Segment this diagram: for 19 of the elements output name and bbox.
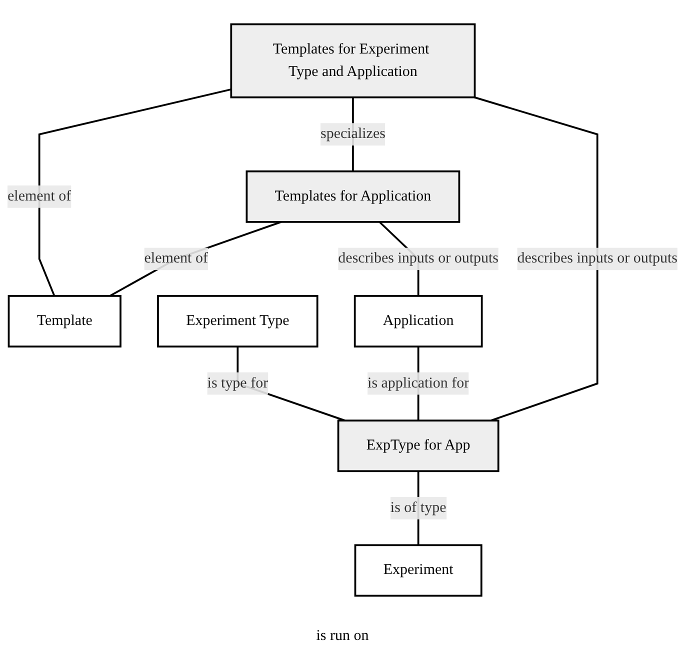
node-box: Templates for Experiment Type and Application [230, 23, 476, 98]
edge-label: element of [144, 250, 208, 266]
edge-label: describes inputs or outputs [517, 250, 678, 266]
node-box: Templates for Application [246, 170, 460, 223]
edge-label: describes inputs or outputs [338, 250, 498, 266]
node-box: Application [354, 295, 483, 348]
edge-label: is type for [207, 375, 268, 392]
note-text: is run on [316, 628, 369, 644]
connector [474, 96, 598, 422]
node-box: Template [8, 295, 122, 348]
edge-label: element of [7, 188, 72, 204]
edge-label: is application for [368, 375, 470, 392]
edge-label: specializes [320, 126, 386, 142]
node-box: Experiment Type [157, 295, 318, 348]
connector [109, 221, 282, 297]
node-box: Experiment [354, 544, 482, 597]
edge-label: is of type [390, 500, 446, 516]
connector [38, 88, 232, 296]
node-box: ExpType for App [337, 420, 500, 472]
